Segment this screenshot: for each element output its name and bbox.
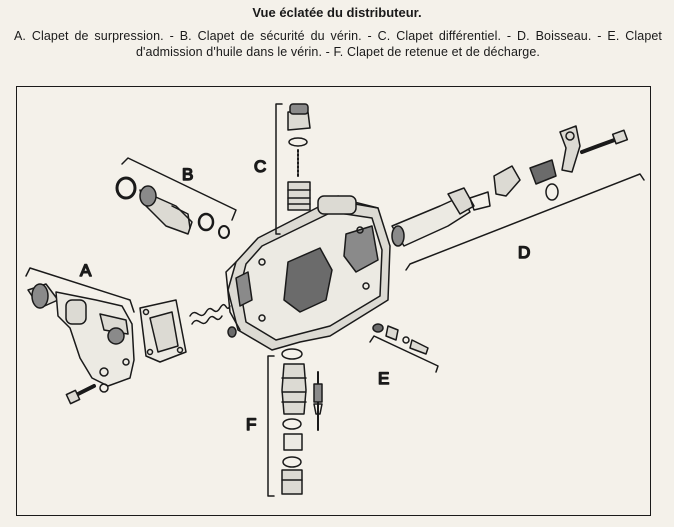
group-d-parts [391, 125, 645, 271]
label-c: C [254, 157, 266, 176]
label-e: E [378, 369, 389, 388]
group-e-parts [369, 323, 439, 373]
distributor-body [225, 195, 391, 351]
figure-caption: A. Clapet de surpression. - B. Clapet de… [14, 29, 662, 59]
figure-title: Vue éclatée du distributeur. [252, 5, 422, 20]
label-a: A [80, 261, 92, 280]
illustration-frame [16, 86, 651, 516]
label-d: D [518, 243, 530, 262]
label-f: F [246, 415, 256, 434]
group-c-parts [275, 103, 311, 235]
group-b-parts [115, 157, 237, 239]
group-f-parts [267, 348, 323, 497]
label-b: B [182, 165, 193, 184]
group-a-parts [25, 267, 237, 405]
